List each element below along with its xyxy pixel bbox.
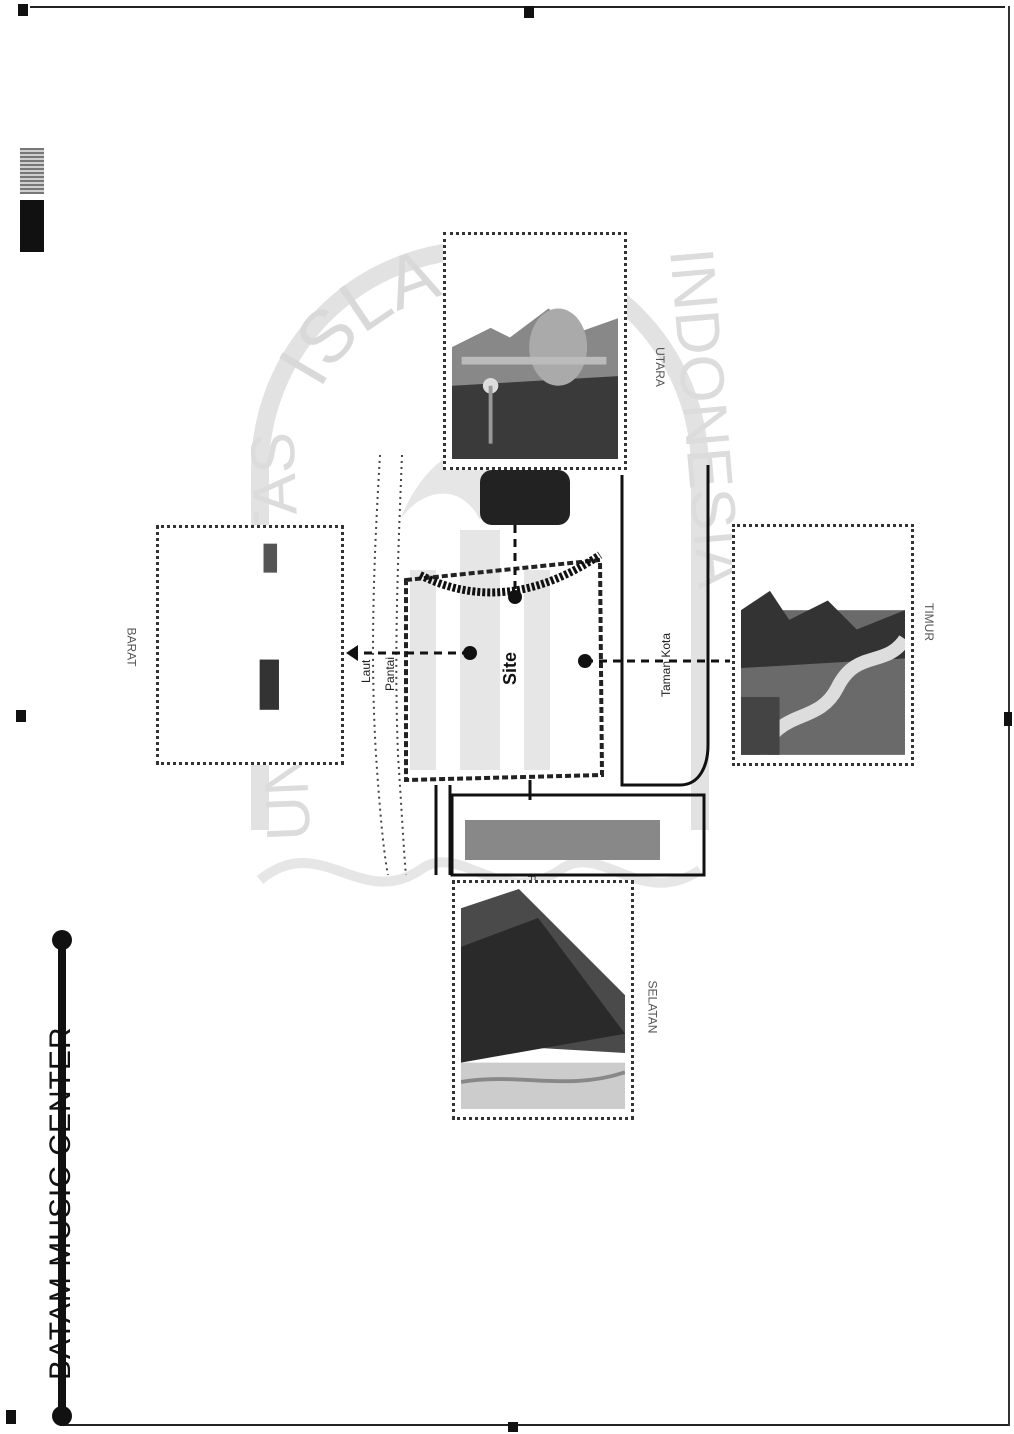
north-view-photo: [452, 241, 618, 459]
title-rule-dot-bottom: [52, 1406, 72, 1426]
view-point-east: [578, 654, 592, 668]
site-map: Site Laut Pantai Taman Kota Promenade: [340, 455, 730, 885]
registration-mark: [508, 1422, 518, 1432]
promenade-strip: [465, 820, 660, 860]
park-label: Taman Kota: [659, 633, 673, 697]
west-view-frame: [156, 525, 344, 765]
arrow-west: [346, 645, 358, 661]
south-view-frame: [452, 880, 634, 1120]
north-building: [480, 470, 570, 525]
east-view-frame: [732, 524, 914, 766]
east-view-photo: [741, 533, 905, 755]
south-label: SELATAN: [645, 981, 659, 1034]
registration-mark: [16, 710, 26, 722]
south-view-photo: [461, 889, 625, 1109]
east-label: TIMUR: [922, 603, 936, 641]
north-view-frame: [443, 232, 627, 470]
black-swatch: [20, 200, 44, 252]
page-title: BATAM MUSIC CENTER: [44, 1026, 78, 1380]
west-label: BARAT: [125, 627, 139, 666]
page-frame-bottom: [60, 1424, 1008, 1426]
road: [436, 785, 450, 875]
road: [622, 465, 708, 785]
north-label: UTARA: [653, 347, 667, 387]
title-rule-dot-top: [52, 930, 72, 950]
view-point-north: [508, 590, 522, 604]
registration-mark: [1004, 712, 1012, 726]
site-label: Site: [500, 652, 520, 685]
site-boundary-north: [420, 555, 600, 592]
registration-mark: [18, 4, 28, 16]
sea-label: Laut: [359, 659, 373, 683]
beach-label: Pantai: [383, 657, 397, 691]
registration-mark: [524, 6, 534, 18]
registration-mark: [6, 1410, 16, 1424]
west-view-photo: [165, 534, 335, 754]
page-frame-top: [30, 6, 1005, 8]
gray-swatch: [20, 148, 44, 194]
view-point-west: [463, 646, 477, 660]
